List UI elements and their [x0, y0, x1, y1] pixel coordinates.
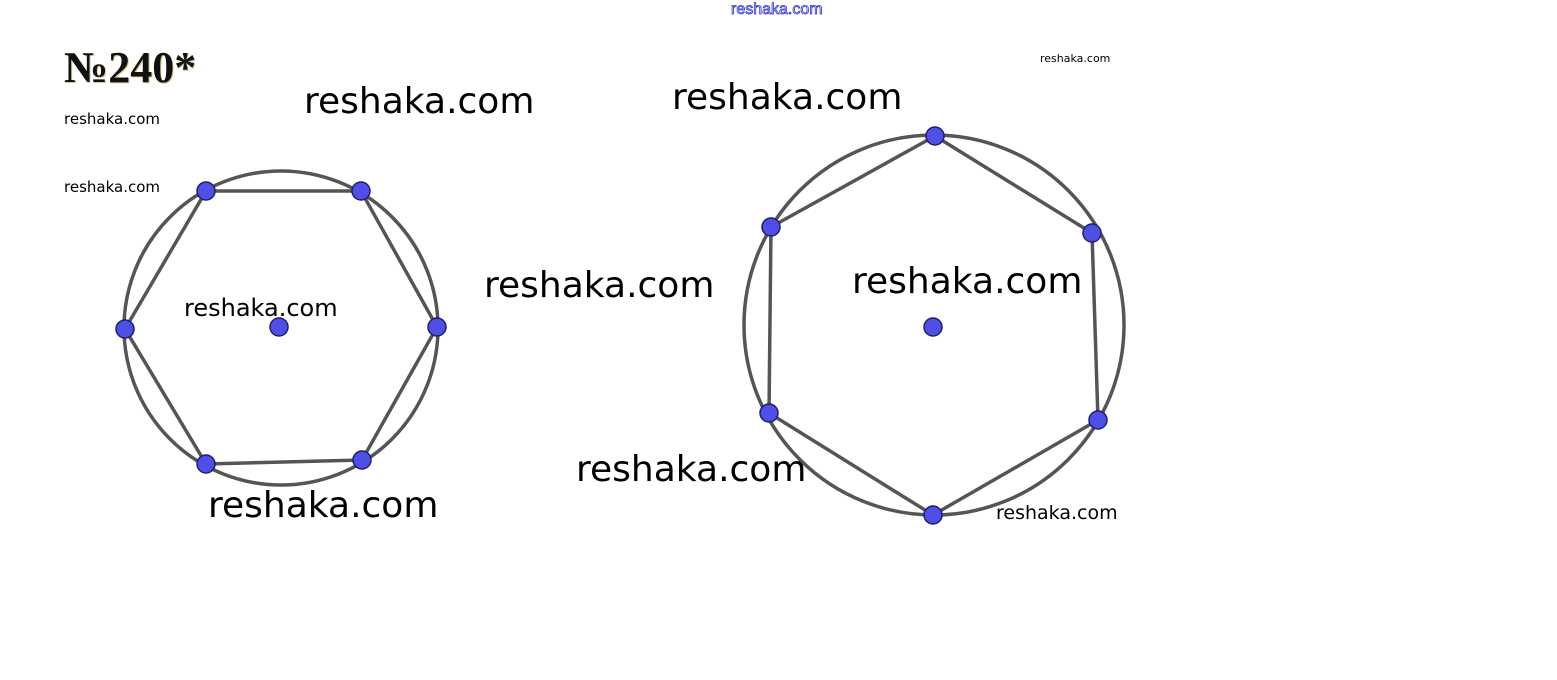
top-watermark-link[interactable]: reshaka.com — [731, 1, 823, 18]
right-vertex-point — [925, 126, 945, 146]
left-vertex-point — [196, 454, 216, 474]
watermark: reshaka.com — [184, 294, 338, 322]
right-vertex-point — [761, 217, 781, 237]
left-figure — [115, 169, 447, 487]
watermark: reshaka.com — [996, 502, 1118, 524]
watermark: reshaka.com — [576, 449, 807, 490]
watermark: reshaka.com — [484, 265, 715, 306]
watermark: reshaka.com — [304, 81, 535, 122]
right-center-point — [923, 317, 943, 337]
right-vertex-point — [759, 403, 779, 423]
watermark: reshaka.com — [852, 261, 1083, 302]
right-figure — [742, 126, 1126, 525]
right-vertex-point — [923, 505, 943, 525]
watermark: reshaka.com — [64, 110, 160, 128]
watermark: reshaka.com — [1040, 52, 1111, 65]
left-vertex-point — [427, 317, 447, 337]
right-vertex-point — [1088, 410, 1108, 430]
left-vertex-point — [351, 181, 371, 201]
left-vertex-point — [115, 319, 135, 339]
left-vertex-point — [352, 450, 372, 470]
problem-number: №240* — [64, 43, 197, 92]
right-vertex-point — [1082, 223, 1102, 243]
left-center-point — [269, 317, 289, 337]
left-vertex-point — [196, 181, 216, 201]
watermark: reshaka.com — [208, 485, 439, 526]
watermark: reshaka.com — [672, 77, 903, 118]
watermark: reshaka.com — [64, 178, 160, 196]
